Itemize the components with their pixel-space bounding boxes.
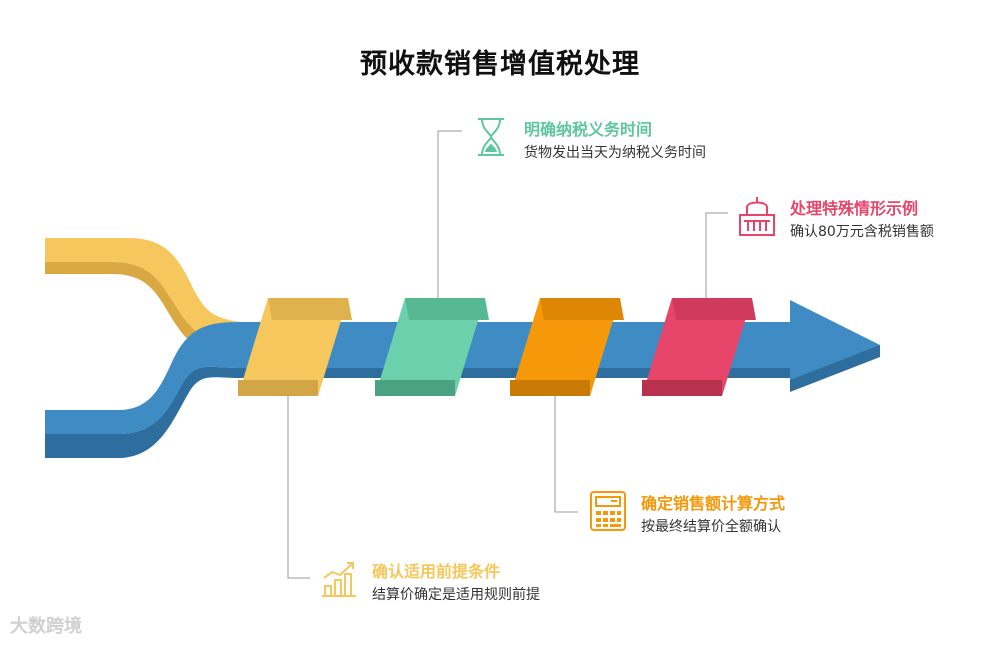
step-ribbon-1 xyxy=(238,298,352,396)
step-3-description: 按最终结算价全额确认 xyxy=(641,519,781,535)
step-1-heading: 确认适用前提条件 xyxy=(372,562,501,581)
step-3-heading: 确定销售额计算方式 xyxy=(641,494,786,513)
step-ribbon-3 xyxy=(510,298,624,396)
yellow-ribbon-side xyxy=(45,262,240,358)
arrow-head xyxy=(790,300,880,380)
page-title: 预收款销售增值税处理 xyxy=(360,49,640,80)
yellow-ribbon-top xyxy=(45,238,240,346)
step-ribbon-2 xyxy=(375,298,489,396)
step-1-description: 结算价确定是适用规则前提 xyxy=(372,587,540,603)
leader-line-1 xyxy=(287,396,310,579)
leader-line-4 xyxy=(705,212,728,298)
building-icon xyxy=(739,197,775,236)
step-4-heading: 处理特殊情形示例 xyxy=(790,199,919,218)
step-4-callout: 处理特殊情形示例 确认80万元含税销售额 xyxy=(738,195,978,245)
step-2-callout: 明确纳税义务时间 货物发出当天为纳税义务时间 xyxy=(472,116,772,166)
hourglass-icon xyxy=(478,118,504,156)
step-2-description: 货物发出当天为纳税义务时间 xyxy=(524,145,706,161)
step-3-callout: 确定销售额计算方式 按最终结算价全额确认 xyxy=(589,490,849,540)
watermark-text: 大数跨境 xyxy=(10,616,82,637)
calculator-icon xyxy=(590,491,626,531)
watermark-logo: 大数跨境 xyxy=(10,612,82,638)
step-2-heading: 明确纳税义务时间 xyxy=(524,120,653,139)
step-1-callout: 确认适用前提条件 结算价确定是适用规则前提 xyxy=(320,558,580,608)
leader-line-3 xyxy=(554,396,578,513)
leader-line-2 xyxy=(437,130,462,298)
growth-chart-icon xyxy=(322,562,356,597)
step-4-description: 确认80万元含税销售额 xyxy=(790,224,934,240)
arrow-head-side xyxy=(790,345,880,392)
step-ribbon-4 xyxy=(642,298,756,396)
